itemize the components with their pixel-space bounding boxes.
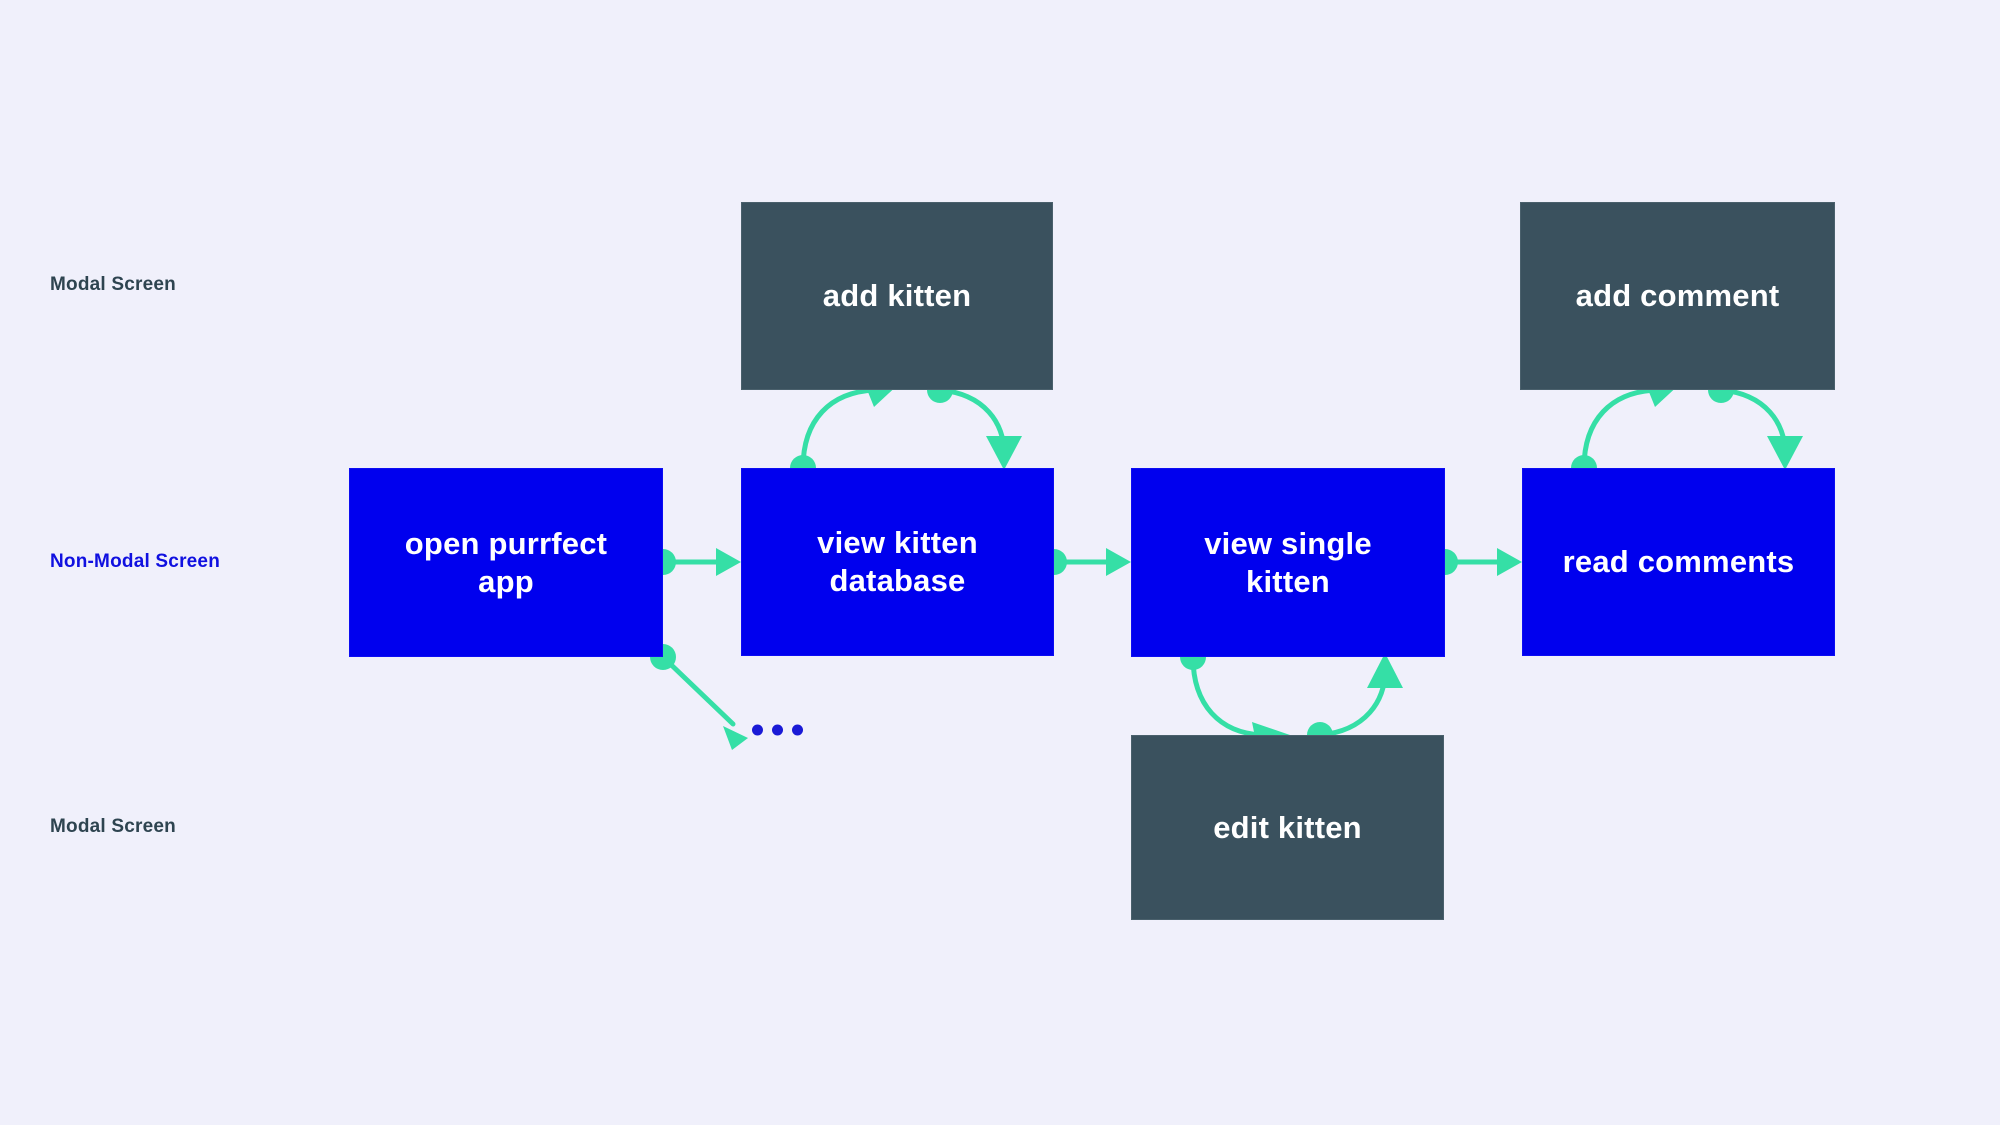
node-view-kitten-database-label: view kitten database <box>817 525 978 598</box>
node-add-comment-label: add comment <box>1575 278 1780 314</box>
ellipsis-dot-2 <box>772 724 783 736</box>
edge-kitten-db-to-add-kitten[interactable] <box>790 377 901 481</box>
node-read-comments-label: read comments <box>1562 544 1795 580</box>
node-add-kitten-label: add kitten <box>822 278 972 314</box>
node-view-single-kitten-label: view single kitten <box>1204 525 1372 599</box>
row-label-modal-bottom: Modal Screen <box>50 816 176 837</box>
node-view-kitten-database[interactable]: view kitten database <box>741 468 1054 656</box>
node-read-comments[interactable]: read comments <box>1522 468 1835 656</box>
row-label-modal-top: Modal Screen <box>50 274 176 295</box>
more-flows-ellipsis-icon <box>752 724 803 736</box>
node-add-comment[interactable]: add comment <box>1520 202 1835 390</box>
node-edit-kitten[interactable]: edit kitten <box>1131 735 1444 920</box>
node-open-purrfect-app[interactable]: open purrfect app <box>349 468 663 657</box>
edge-open-app-to-more[interactable] <box>650 644 748 750</box>
node-view-single-kitten[interactable]: view single kitten <box>1131 468 1445 657</box>
node-edit-kitten-label: edit kitten <box>1213 809 1362 845</box>
edge-add-kitten-to-kitten-db[interactable] <box>927 377 1022 470</box>
edge-add-comment-to-comments[interactable] <box>1708 377 1803 470</box>
edge-comments-to-add-comment[interactable] <box>1571 377 1682 481</box>
node-open-purrfect-app-label: open purrfect app <box>404 525 608 599</box>
ellipsis-dot-1 <box>752 724 763 736</box>
edge-open-app-to-kitten-db[interactable] <box>650 548 741 576</box>
ellipsis-dot-3 <box>792 724 803 736</box>
node-add-kitten[interactable]: add kitten <box>741 202 1053 390</box>
row-label-non-modal: Non-Modal Screen <box>50 551 220 572</box>
edge-kitten-db-to-single-kitten[interactable] <box>1041 548 1131 576</box>
edge-single-kitten-to-comments[interactable] <box>1432 548 1522 576</box>
edge-edit-kitten-to-single-kitten[interactable] <box>1307 653 1403 748</box>
